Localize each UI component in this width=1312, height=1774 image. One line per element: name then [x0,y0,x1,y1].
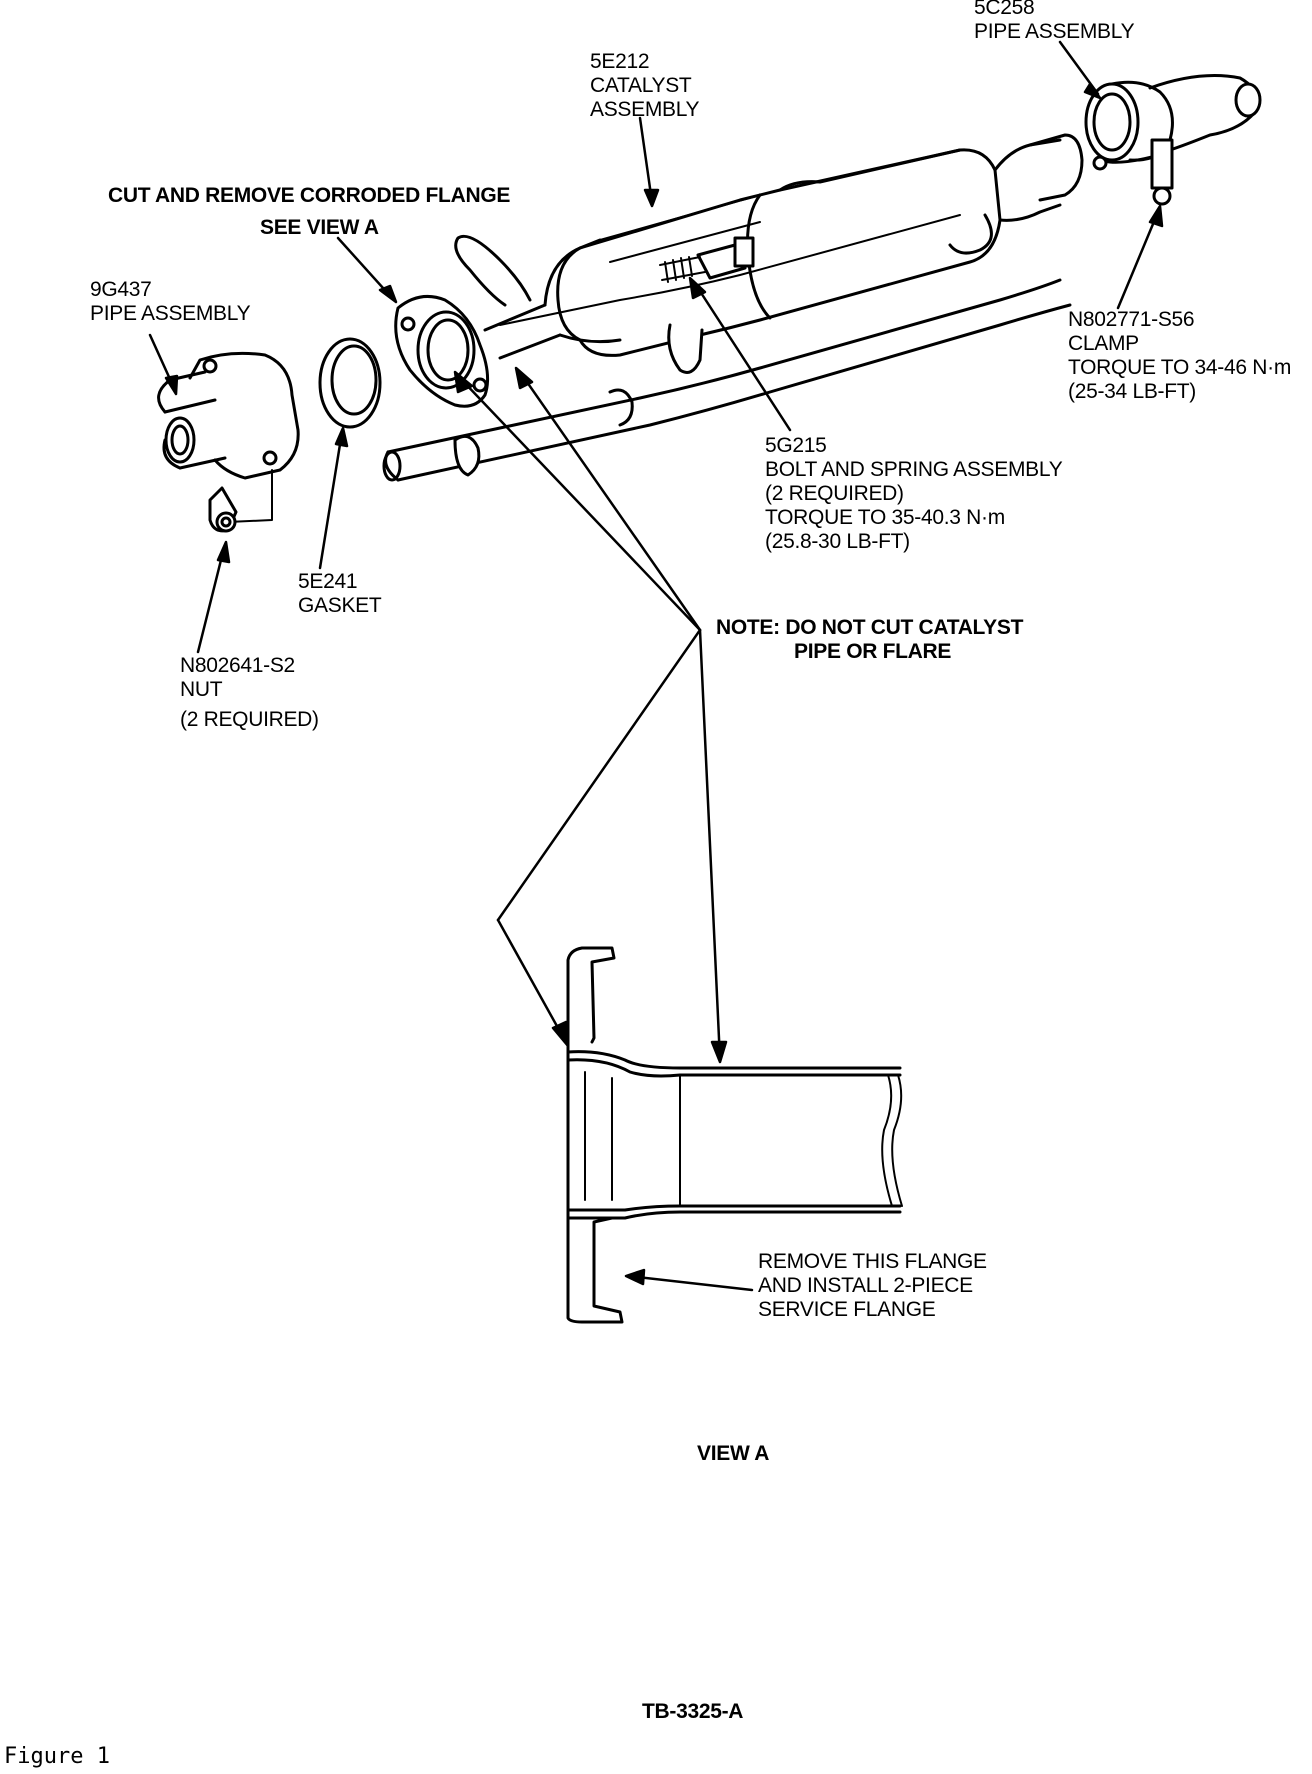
label-line: PIPE ASSEMBLY [90,302,251,325]
label-pipe-5c258: 5C258 PIPE ASSEMBLY [974,0,1135,44]
gasket-5e241 [318,337,382,429]
label-nut: N802641-S2 NUT (2 REQUIRED) [180,654,319,732]
label-note: NOTE: DO NOT CUT CATALYST PIPE OR FLARE [716,616,1023,664]
label-line: PIPE OR FLARE [794,640,952,663]
view-a-section [566,946,903,1324]
lower-exhaust-pipe [382,278,1072,482]
label-line: AND INSTALL 2-PIECE [758,1274,973,1297]
nut-n802641 [208,486,238,533]
label-pipe-9g437: 9G437 PIPE ASSEMBLY [90,278,251,326]
label-line: (2 REQUIRED) [180,708,319,731]
figure-caption: Figure 1 [4,1744,110,1769]
leader-lines [148,40,1164,1292]
label-line: NOTE: DO NOT CUT CATALYST [716,616,1024,639]
label-line: REMOVE THIS FLANGE [758,1250,987,1273]
label-line: (25.8-30 LB-FT) [765,530,910,553]
label-line: NUT [180,678,223,701]
label-line: CLAMP [1068,332,1139,355]
label-cut-remove: CUT AND REMOVE CORRODED FLANGE [108,184,511,207]
label-line: GASKET [298,594,382,617]
corroded-flange [394,294,490,408]
label-bolt-spring: 5G215 BOLT AND SPRING ASSEMBLY (2 REQUIR… [765,434,1063,554]
label-view-a: VIEW A [697,1442,770,1465]
label-line: 5G215 [765,434,827,457]
label-line: 5E241 [298,570,358,593]
label-line: SERVICE FLANGE [758,1298,936,1321]
label-gasket: 5E241 GASKET [298,570,382,618]
label-line: N802771-S56 [1068,308,1195,331]
label-line: TORQUE TO 34-46 N·m [1068,356,1292,379]
label-line: (25-34 LB-FT) [1068,380,1196,403]
pipe-9g437 [157,351,300,523]
label-line: ASSEMBLY [590,98,700,121]
label-catalyst-5e212: 5E212 CATALYST ASSEMBLY [590,50,700,122]
label-line: TORQUE TO 35-40.3 N·m [765,506,1005,529]
drawing-number: TB-3325-A [642,1700,744,1723]
pipe-5c258 [1084,74,1262,206]
label-line: 5E212 [590,50,650,73]
label-clamp: N802771-S56 CLAMP TORQUE TO 34-46 N·m (2… [1068,308,1291,404]
label-line: 9G437 [90,278,152,301]
label-line: N802641-S2 [180,654,295,677]
catalyst-5e212 [454,133,1084,374]
label-line: CATALYST [590,74,692,97]
label-line: PIPE ASSEMBLY [974,20,1135,43]
label-line: (2 REQUIRED) [765,482,904,505]
label-see-view-a: SEE VIEW A [260,216,379,239]
label-line: BOLT AND SPRING ASSEMBLY [765,458,1063,481]
label-remove-flange: REMOVE THIS FLANGE AND INSTALL 2-PIECE S… [758,1250,987,1322]
label-line: 5C258 [974,0,1035,19]
